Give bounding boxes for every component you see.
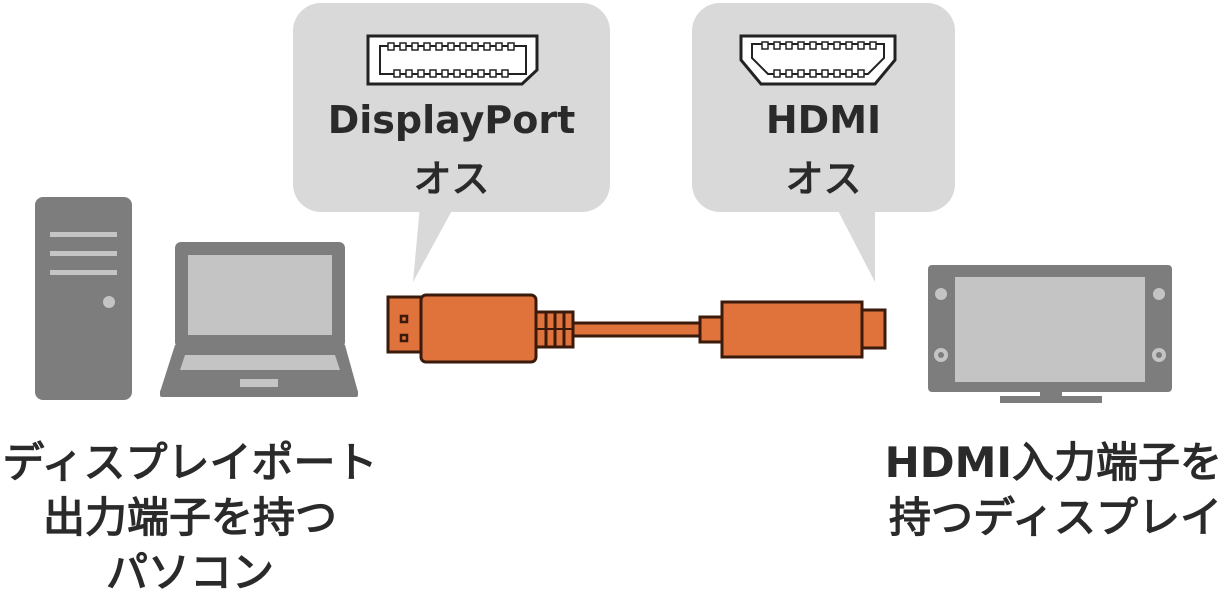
hdmi-label: HDMI [765, 98, 882, 142]
display-label-line: 持つディスプレイ [888, 493, 1222, 542]
source-label-line: パソコン [105, 548, 274, 597]
display-label-line: HDMI入力端子を [884, 438, 1222, 487]
displayport-label: DisplayPort [327, 98, 576, 142]
hdmi-gender: オス [785, 157, 862, 201]
displayport-connector-icon [366, 34, 539, 86]
source-label-line: ディスプレイポート [2, 438, 378, 487]
hdmi-connector-icon [739, 34, 897, 86]
tv-display-icon [928, 265, 1172, 403]
desktop-tower-icon [35, 197, 132, 400]
display-label: HDMI入力端子を 持つディスプレイ [842, 435, 1222, 545]
source-pc-label: ディスプレイポート 出力端子を持つ パソコン [0, 435, 380, 600]
laptop-icon [160, 242, 358, 397]
source-label-line: 出力端子を持つ [42, 493, 337, 542]
displayport-to-hdmi-cable [386, 293, 887, 364]
displayport-gender: オス [413, 157, 490, 201]
